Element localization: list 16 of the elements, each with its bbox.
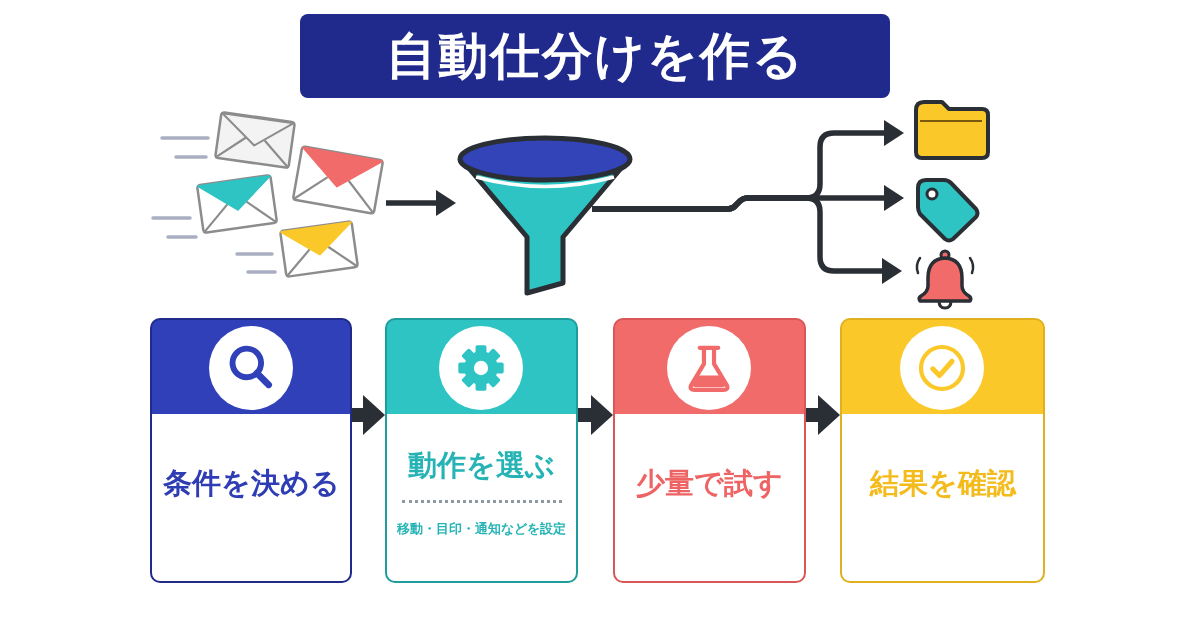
- folder-icon: [912, 98, 992, 162]
- step-card: [840, 318, 1045, 583]
- arrow: [386, 190, 456, 216]
- title-banner: 自動仕分けを作る: [300, 14, 890, 98]
- arrow: [578, 395, 613, 435]
- step-card: [613, 318, 806, 583]
- arrow: [352, 395, 385, 435]
- step-description: 移動・目印・通知などを設定: [397, 520, 566, 538]
- step-card: [385, 318, 578, 583]
- arrow: [592, 195, 902, 284]
- step-card: [150, 318, 352, 583]
- step-title: 少量で試す: [636, 465, 783, 502]
- step-title: 条件を決める: [162, 465, 340, 502]
- step-title: 動作を選ぶ: [408, 447, 555, 484]
- arrow: [806, 395, 840, 435]
- step-title: 結果を確認: [869, 465, 1016, 502]
